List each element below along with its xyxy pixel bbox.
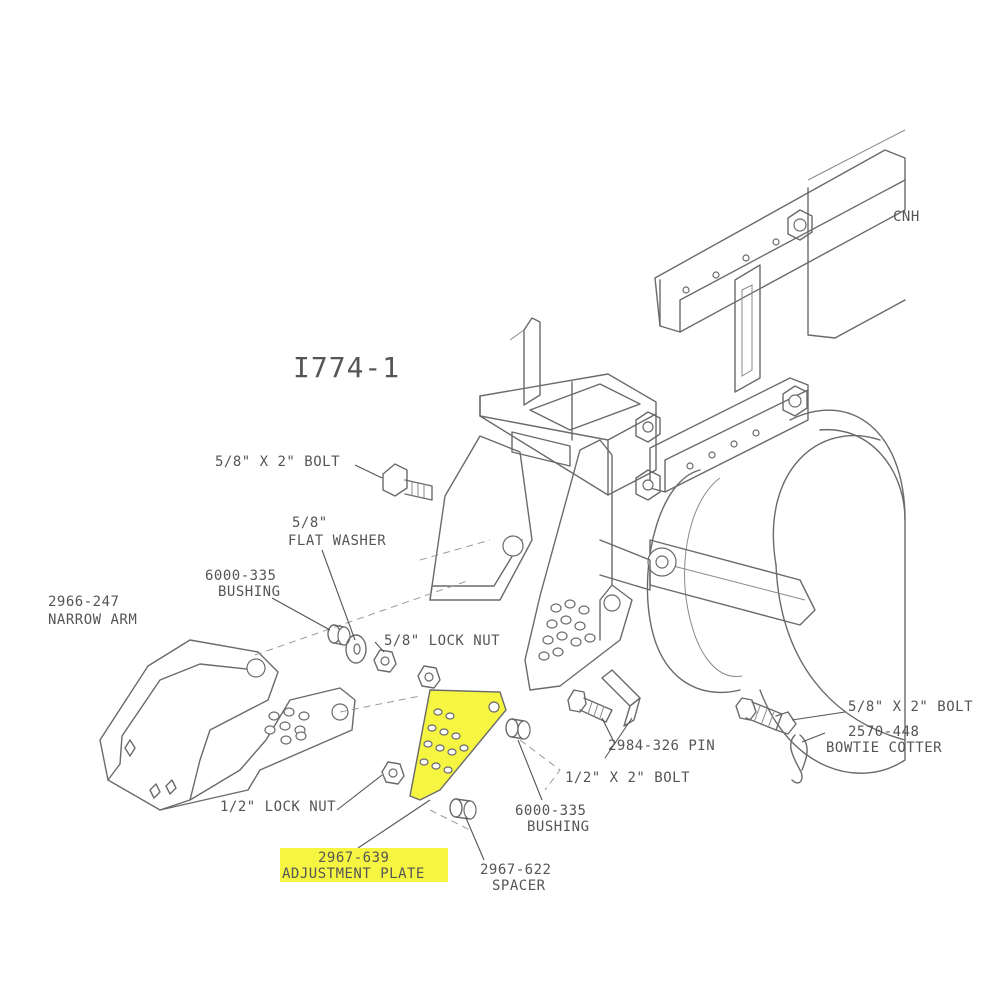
- assembly-lines: [254, 539, 561, 831]
- narrow-arm-number: 2966-247: [48, 594, 119, 610]
- pin-label: 2984-326 PIN: [608, 738, 715, 754]
- bushing-right: [505, 718, 531, 740]
- lock-nut-top-label: 5/8" LOCK NUT: [384, 633, 500, 649]
- frame-bar: [654, 129, 906, 339]
- flat-washer-size: 5/8": [292, 515, 328, 531]
- wheel: [646, 409, 906, 774]
- pin: [601, 669, 641, 727]
- bolt-small: [567, 689, 613, 723]
- bushing-left: [327, 624, 351, 646]
- narrow-arm-name: NARROW ARM: [48, 612, 137, 628]
- lock-nut-top: [373, 649, 441, 689]
- adjustment-plate-number: 2967-639: [318, 850, 389, 866]
- bushing-right-number: 6000-335: [515, 803, 586, 819]
- leader-lines: [271, 464, 846, 861]
- flat-washer: [345, 634, 367, 664]
- bolt-right: [735, 697, 797, 735]
- left-bracket-plate: [429, 435, 533, 601]
- frame-bolt-top: [787, 209, 813, 241]
- lower-bar: [649, 377, 809, 493]
- narrow-arm: [99, 639, 356, 811]
- bushing-right-name: BUSHING: [527, 819, 590, 835]
- upper-post: [509, 317, 541, 406]
- bolt-right-label: 5/8" X 2" BOLT: [848, 699, 973, 715]
- bushing-left-name: BUSHING: [218, 584, 281, 600]
- adjustment-plate-name: ADJUSTMENT PLATE: [282, 866, 425, 882]
- flat-washer-name: FLAT WASHER: [288, 533, 386, 549]
- narrow-arm-holes: [264, 707, 310, 745]
- adjustment-plate[interactable]: [409, 689, 507, 801]
- lock-nut-bottom-label: 1/2" LOCK NUT: [220, 799, 336, 815]
- cotter-name: BOWTIE COTTER: [826, 740, 942, 756]
- cotter-number: 2570-448: [848, 724, 919, 740]
- spacer: [449, 798, 477, 820]
- lock-nut-bottom: [381, 761, 405, 785]
- frame-post: [734, 264, 761, 393]
- bolt-top-left-label: 5/8" X 2" BOLT: [215, 454, 340, 470]
- brand-label: CNH: [893, 209, 920, 225]
- mounting-bracket: [479, 373, 661, 591]
- spacer-name: SPACER: [492, 878, 546, 894]
- adjustment-plate-holes: [419, 708, 469, 774]
- right-bracket-plate: [524, 439, 633, 691]
- right-plate-holes: [538, 599, 596, 661]
- diagram-id: I774-1: [293, 351, 400, 384]
- adjustment-plate-label-highlight: [280, 848, 448, 882]
- wheel-arm: [647, 539, 816, 626]
- bolt-small-label: 1/2" X 2" BOLT: [565, 770, 690, 786]
- spacer-number: 2967-622: [480, 862, 551, 878]
- bowtie-cotter: [790, 734, 808, 784]
- bushing-left-number: 6000-335: [205, 568, 276, 584]
- bolt-top-left: [382, 463, 433, 501]
